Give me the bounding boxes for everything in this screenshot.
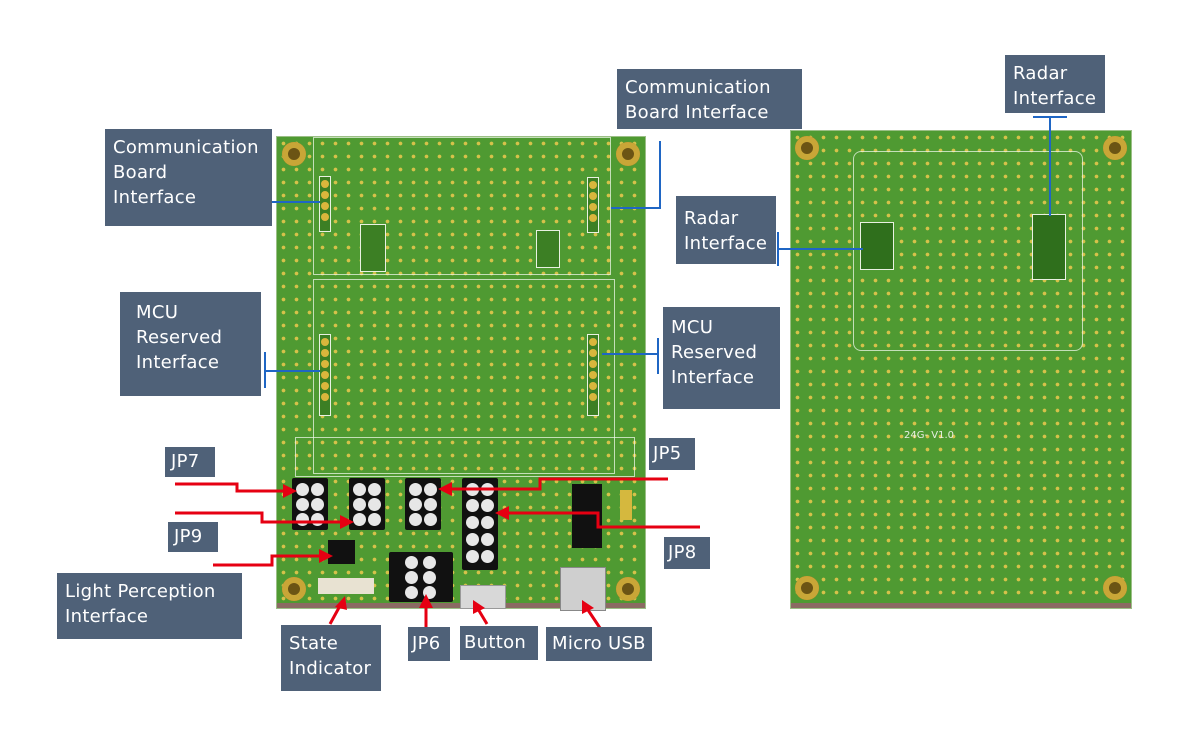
- leader-mcu-left-h: [266, 370, 320, 372]
- board-edge-strip-back: [791, 603, 1131, 608]
- silk-frame-top: [313, 137, 611, 275]
- mount-hole-tl: [282, 142, 306, 166]
- header-radar-back-top: [1032, 214, 1066, 280]
- leader-radar-top-bar: [1033, 116, 1067, 118]
- ic-chip: [572, 484, 602, 548]
- mount-hole-bl: [282, 577, 306, 601]
- label-jp9: JP9: [168, 522, 218, 552]
- label-mcu-right: MCU Reserved Interface: [663, 307, 780, 409]
- board-back: [790, 130, 1132, 609]
- mount-hole-back-bl: [795, 576, 819, 600]
- header-mcu-right: [587, 334, 599, 416]
- board-front: [276, 136, 646, 609]
- header-comm-right: [587, 177, 599, 233]
- mount-hole-back-tl: [795, 136, 819, 160]
- arrow-button: [476, 608, 489, 625]
- mount-hole-br: [616, 577, 640, 601]
- silk-box-bottom: [295, 437, 635, 477]
- label-mcu-left: MCU Reserved Interface: [120, 292, 261, 396]
- label-jp8: JP8: [664, 537, 710, 569]
- label-radar-top: Radar Interface: [1005, 55, 1105, 113]
- leader-comm-top-v: [659, 141, 661, 209]
- label-jp7: JP7: [165, 447, 215, 477]
- mount-hole-back-tr: [1103, 136, 1127, 160]
- jumper-jp6: [389, 552, 453, 602]
- leader-mcu-right-bar: [657, 338, 659, 374]
- leader-radar-left-h: [779, 248, 863, 250]
- leader-comm-left: [272, 201, 320, 203]
- label-comm-left: Communication Board Interface: [105, 129, 272, 226]
- label-light-perception: Light Perception Interface: [57, 573, 242, 639]
- leader-radar-left-bar: [777, 232, 779, 266]
- micro-usb-connector: [560, 567, 606, 611]
- header-small-right: [536, 230, 560, 268]
- silk-frame-back: [853, 151, 1083, 351]
- leader-comm-top-h: [611, 207, 661, 209]
- label-micro-usb: Micro USB: [546, 627, 652, 661]
- header-comm-left: [319, 176, 331, 232]
- header-small-left: [360, 224, 386, 272]
- state-leds: [318, 578, 374, 594]
- label-jp5: JP5: [649, 438, 695, 470]
- arrow-jp7: [175, 482, 287, 493]
- label-button: Button: [460, 626, 538, 660]
- jumper-jp8: [462, 478, 498, 570]
- leader-radar-top-v: [1049, 116, 1051, 216]
- leader-mcu-right-h: [602, 353, 658, 355]
- arrow-usb: [586, 609, 602, 629]
- jumper-jp7: [292, 478, 328, 530]
- label-comm-top: Communication Board Interface: [617, 69, 802, 129]
- mount-hole-back-br: [1103, 576, 1127, 600]
- leader-mcu-left-bar: [264, 352, 266, 388]
- jumper-jp9: [349, 478, 385, 530]
- header-mcu-left: [319, 334, 331, 416]
- mount-hole-tr: [616, 142, 640, 166]
- label-jp6: JP6: [408, 627, 450, 661]
- label-radar-left: Radar Interface: [676, 196, 776, 264]
- push-button: [460, 585, 506, 609]
- pad-yellow-1: [620, 490, 632, 520]
- label-state-indicator: State Indicator: [281, 625, 381, 691]
- header-radar-back-left: [860, 222, 894, 270]
- light-sensor-chip: [328, 540, 355, 564]
- jumper-jp5: [405, 478, 441, 530]
- board-marking: 24G- V1.0: [904, 430, 955, 441]
- silk-frame-main: [313, 279, 615, 474]
